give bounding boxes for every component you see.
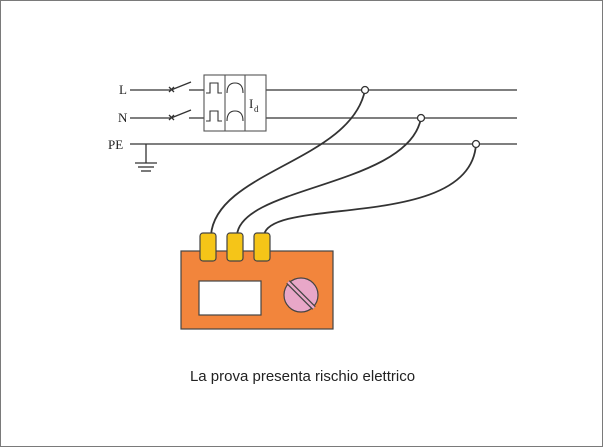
switch-icon <box>170 109 192 119</box>
connector-1 <box>199 232 217 262</box>
connector-2 <box>226 232 244 262</box>
l-conductor <box>130 81 517 93</box>
junction-icon <box>471 139 481 149</box>
label-l: L <box>119 82 127 97</box>
test-leads <box>210 89 477 236</box>
dial-icon <box>283 277 319 313</box>
switch-icon <box>170 81 192 91</box>
test-instrument <box>180 232 334 330</box>
ground-icon <box>135 144 157 172</box>
rcd-subscript: d <box>254 104 259 114</box>
rcd-icon <box>203 74 267 132</box>
junction-icon <box>360 85 370 95</box>
pe-conductor <box>130 143 517 172</box>
caption: La prova presenta rischio elettrico <box>189 368 416 385</box>
label-n: N <box>118 110 128 125</box>
instrument-display <box>198 280 262 316</box>
junction-icon <box>416 113 426 123</box>
connector-3 <box>253 232 271 262</box>
n-conductor <box>130 109 517 121</box>
rcd-label: I <box>249 96 253 111</box>
label-pe: PE <box>108 137 123 152</box>
